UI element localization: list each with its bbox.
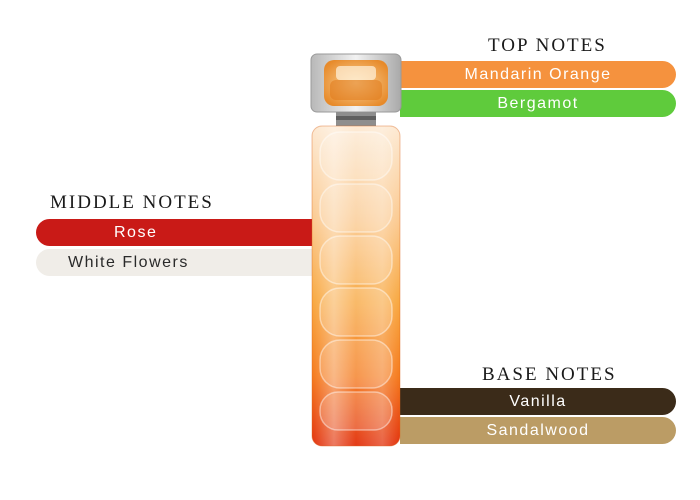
note-sandalwood: Sandalwood: [400, 417, 676, 444]
note-bergamot: Bergamot: [400, 90, 676, 117]
note-white-flowers-label: White Flowers: [68, 254, 189, 271]
note-mandarin-orange: Mandarin Orange: [400, 61, 676, 88]
note-rose: Rose: [36, 219, 316, 246]
base-notes-heading: BASE NOTES: [482, 364, 617, 385]
perfume-bottle-icon: [310, 53, 402, 447]
note-white-flowers: White Flowers: [36, 249, 316, 276]
middle-notes-heading: MIDDLE NOTES: [50, 192, 214, 213]
note-rose-label: Rose: [114, 224, 158, 241]
top-notes-heading: TOP NOTES: [488, 35, 607, 56]
note-vanilla: Vanilla: [400, 388, 676, 415]
